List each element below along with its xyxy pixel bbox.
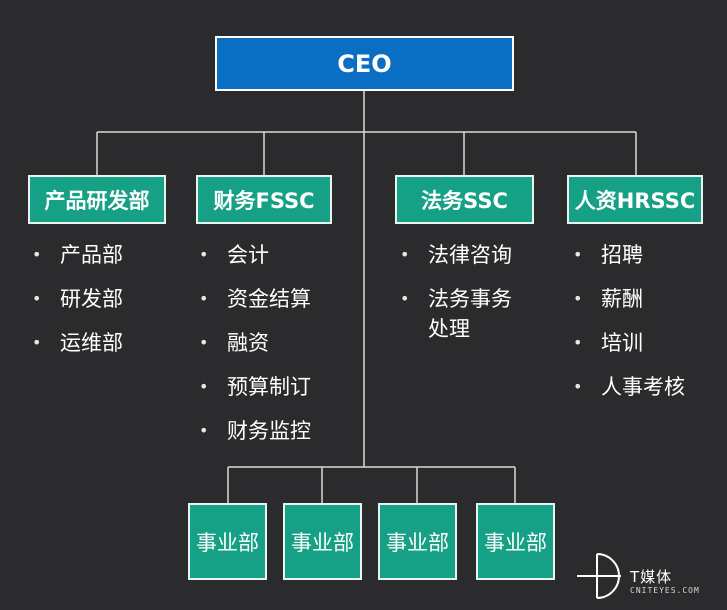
watermark-site: CNITEYES.COM <box>630 586 700 595</box>
list-item: •法务事务处理 <box>400 287 512 341</box>
list-item: •融资 <box>199 331 269 355</box>
dept-label: 财务FSSC <box>213 188 315 213</box>
business-unit-box: 事业部 <box>476 503 555 580</box>
dept-box-finance: 财务FSSC <box>196 175 332 224</box>
business-unit-box: 事业部 <box>188 503 267 580</box>
logo-mark-icon <box>577 553 621 599</box>
list-item: •法律咨询 <box>400 243 512 267</box>
dept-box-hr: 人资HRSSC <box>567 175 703 224</box>
list-item: •培训 <box>573 331 643 355</box>
ceo-box: CEO <box>215 36 514 91</box>
business-unit-label: 事业部 <box>291 530 354 555</box>
ceo-label: CEO <box>337 49 392 78</box>
list-item: •研发部 <box>32 287 123 311</box>
dept-items-legal: •法律咨询 •法务事务处理 <box>398 240 548 358</box>
list-item: •财务监控 <box>199 419 311 443</box>
list-item: •预算制订 <box>199 375 311 399</box>
business-unit-label: 事业部 <box>484 530 547 555</box>
watermark-brand: T媒体 <box>630 568 673 586</box>
dept-box-legal: 法务SSC <box>395 175 534 224</box>
dept-items-finance: •会计 •资金结算 •融资 •预算制订 •财务监控 <box>197 240 357 460</box>
list-item: •会计 <box>199 243 269 267</box>
dept-label: 人资HRSSC <box>574 188 696 213</box>
business-unit-label: 事业部 <box>196 530 259 555</box>
business-unit-label: 事业部 <box>386 530 449 555</box>
dept-label: 产品研发部 <box>44 188 150 213</box>
business-unit-box: 事业部 <box>378 503 457 580</box>
list-item: •薪酬 <box>573 287 643 311</box>
dept-box-product-rd: 产品研发部 <box>28 175 166 224</box>
dept-items-hr: •招聘 •薪酬 •培训 •人事考核 <box>571 240 721 416</box>
list-item: •运维部 <box>32 331 123 355</box>
business-unit-box: 事业部 <box>283 503 362 580</box>
watermark-logo: T媒体 CNITEYES.COM <box>573 548 723 604</box>
dept-label: 法务SSC <box>421 188 508 213</box>
list-item: •招聘 <box>573 243 643 267</box>
dept-items-product-rd: •产品部 •研发部 •运维部 <box>30 240 170 372</box>
list-item: •资金结算 <box>199 287 311 311</box>
list-item: •人事考核 <box>573 375 685 399</box>
list-item: •产品部 <box>32 243 123 267</box>
